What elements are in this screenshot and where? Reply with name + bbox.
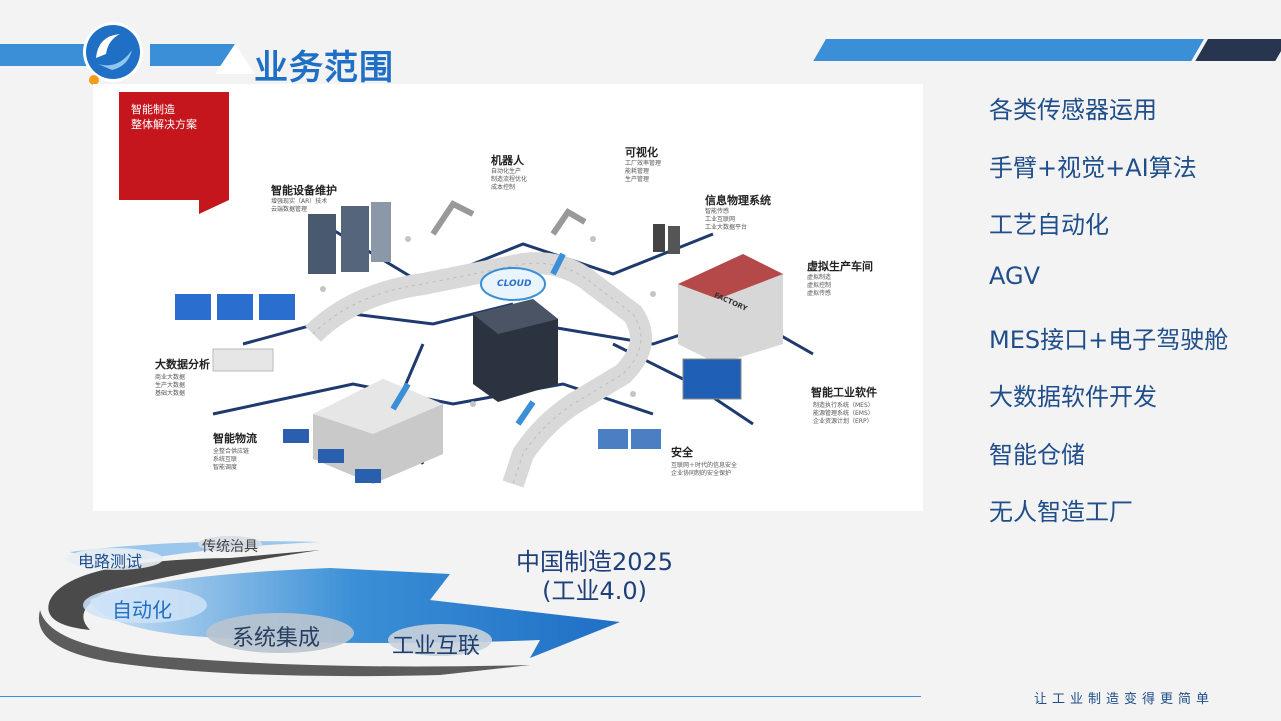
service-item-unmanned-factory: 无人智造工厂	[989, 498, 1133, 526]
label-maintenance: 智能设备维护	[271, 184, 337, 197]
stage-system-integration: 系统集成	[232, 626, 321, 651]
service-item-mes-cockpit: MES接口+电子驾驶舱	[989, 326, 1229, 354]
header-bar-mid	[150, 44, 235, 66]
banner-line-1: 智能制造	[131, 103, 175, 116]
solution-banner: 智能制造 整体解决方案	[119, 92, 229, 214]
stage-traditional-fixture: 传统治具	[202, 539, 258, 555]
service-item-sensors: 各类传感器运用	[989, 96, 1157, 124]
label-bigdata: 大数据分析	[155, 358, 210, 371]
banner-line-2: 整体解决方案	[131, 118, 197, 131]
sub-bigdata: 商业大数据 生产大数据 基础大数据	[155, 374, 186, 397]
sub-maintenance: 增强现实（AR）技术 云端数据管理	[271, 198, 328, 213]
label-visual: 可视化	[625, 146, 658, 159]
header-bar-right-dark	[1195, 39, 1281, 61]
sub-robot: 自动化生产 制造流程优化 成本控制	[491, 168, 528, 191]
service-item-arm-vision-ai: 手臂+视觉+AI算法	[989, 154, 1197, 182]
stage-circuit-test: 电路测试	[78, 552, 143, 571]
label-security: 安全	[671, 446, 693, 459]
evolution-arrow-graphic	[38, 536, 620, 677]
sub-virtual: 虚拟制造 虚拟控制 虚拟传感	[807, 274, 832, 297]
sub-cps: 智能传感 工业互联网 工业大数据平台	[705, 208, 748, 231]
service-item-process-automation: 工艺自动化	[989, 211, 1109, 239]
sub-logistics: 全整合供应链 系统互联 智能调度	[213, 448, 250, 471]
smart-manufacturing-illustration: 智能制造 整体解决方案 智能设备维护 增强现实（AR）技术 云端数据管理 机器人…	[93, 84, 923, 511]
sub-visual: 工厂效率管理 能耗管理 生产管理	[625, 160, 662, 183]
china-2025-label: 中国制造2025 (工业4.0)	[516, 548, 673, 606]
stage-industrial-internet: 工业互联	[392, 634, 481, 659]
footer-divider	[0, 696, 921, 697]
service-item-bigdata-software: 大数据软件开发	[989, 383, 1157, 411]
china-2025-line2: (工业4.0)	[542, 577, 647, 605]
label-virtual: 虚拟生产车间	[807, 260, 873, 273]
cloud-label: CLOUD	[497, 279, 532, 289]
label-robot: 机器人	[491, 154, 524, 167]
header-bar-right	[813, 39, 1204, 61]
stage-automation: 自动化	[112, 598, 172, 622]
sub-security: 互联网＋时代的信息安全 企业协同制的安全保护	[671, 462, 738, 477]
label-cps: 信息物理系统	[705, 194, 771, 207]
company-logo-icon	[83, 22, 143, 85]
header-bar-left	[0, 44, 90, 66]
service-item-smart-warehouse: 智能仓储	[989, 441, 1085, 469]
label-software: 智能工业软件	[811, 386, 877, 399]
label-logistics: 智能物流	[213, 432, 257, 445]
service-item-agv: AGV	[989, 262, 1041, 290]
sub-software: 制造执行系统（MES） 能源管理系统（EMS） 企业资源计划（ERP）	[813, 402, 874, 425]
factory-scene	[175, 200, 814, 488]
page-title: 业务范围	[254, 48, 394, 88]
china-2025-line1: 中国制造2025	[516, 548, 674, 576]
footer-slogan: 让工业制造变得更简单	[1034, 692, 1215, 707]
header-notch	[215, 44, 255, 74]
